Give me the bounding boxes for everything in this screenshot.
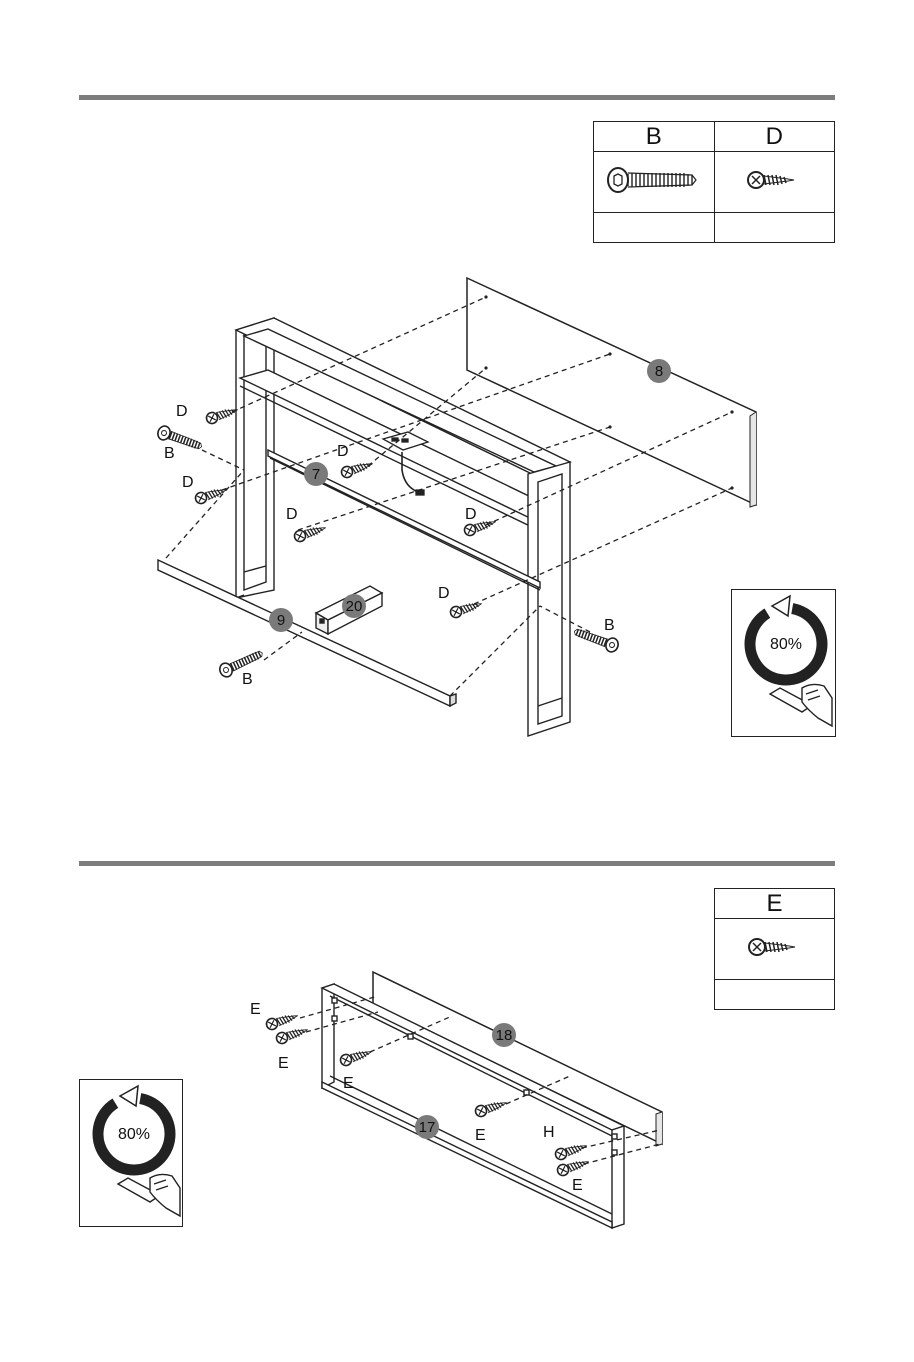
- screw-label: E: [278, 1055, 289, 1072]
- screw-label: D: [176, 403, 188, 420]
- screw-label: D: [438, 585, 450, 602]
- part-callout-8: 8: [655, 363, 663, 380]
- allen-key-hand-icon: [118, 1174, 180, 1216]
- part-callout-9: 9: [277, 612, 285, 629]
- step2-tightness-badge: 80%: [79, 1079, 183, 1227]
- screw-label: H: [543, 1124, 555, 1141]
- bolt-label: B: [164, 445, 175, 462]
- part-callout-17: 17: [419, 1119, 436, 1136]
- bolt-label: B: [242, 671, 253, 688]
- screw-label: E: [250, 1001, 261, 1018]
- bolt-label: B: [604, 617, 615, 634]
- screw-label: D: [182, 474, 194, 491]
- tightness-percent: 80%: [770, 636, 802, 653]
- screw-label: E: [475, 1127, 486, 1144]
- part-callout-18: 18: [496, 1027, 513, 1044]
- screw-label: D: [286, 506, 298, 523]
- step1-tightness-badge: 80%: [731, 589, 836, 737]
- tightness-percent: 80%: [118, 1126, 150, 1143]
- screw-label: E: [572, 1177, 583, 1194]
- screw-label: D: [465, 506, 477, 523]
- part-callout-7: 7: [312, 466, 320, 483]
- screw-label: D: [337, 443, 349, 460]
- allen-key-hand-icon: [770, 684, 832, 726]
- screw-label: E: [343, 1075, 354, 1092]
- part-callout-20: 20: [346, 598, 363, 615]
